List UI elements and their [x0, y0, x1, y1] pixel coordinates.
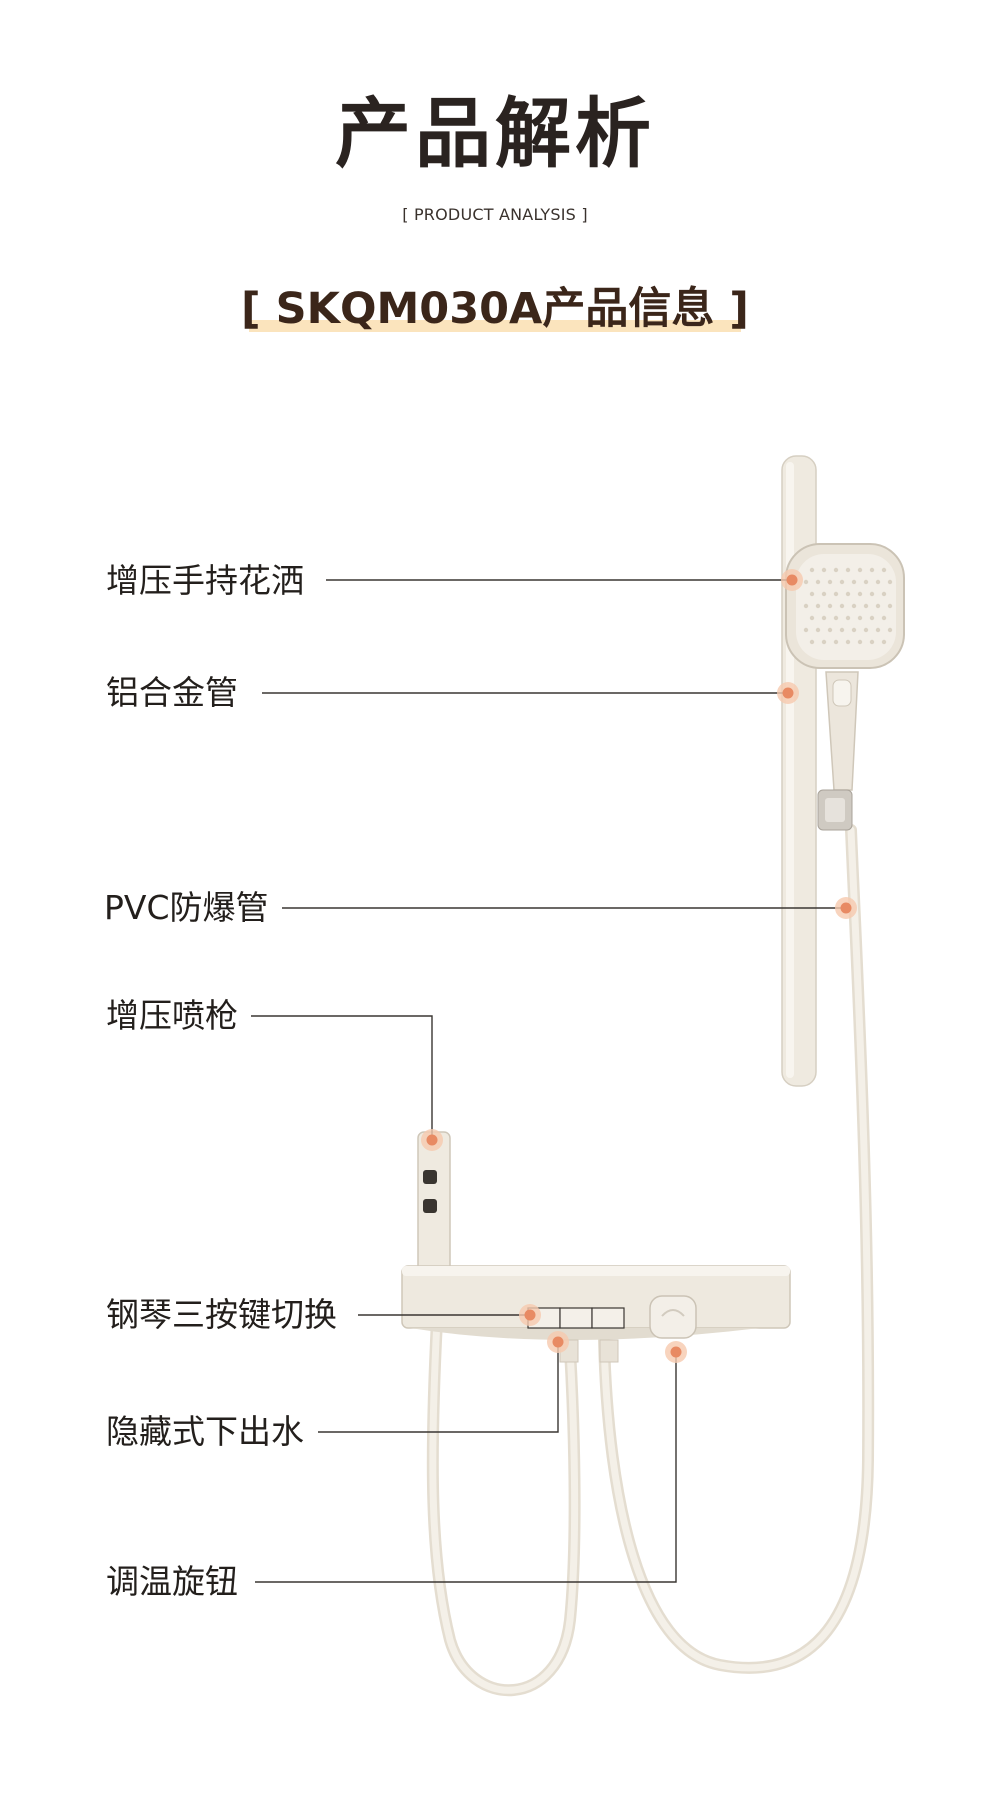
callout-label-hidden-outlet: 隐藏式下出水 [106, 1412, 304, 1451]
temperature-knob [649, 1295, 697, 1339]
model-info-text: [ SKQM030A产品信息 ] [241, 284, 749, 334]
page-subtitle: [ PRODUCT ANALYSIS ] [402, 205, 588, 224]
callout-label-temperature-knob: 调温旋钮 [106, 1562, 238, 1601]
callout-markers [421, 569, 857, 1363]
page-title: 产品解析 [335, 89, 655, 178]
callout-label-piano-buttons: 钢琴三按键切换 [106, 1295, 337, 1334]
leader-lines [251, 579, 846, 1583]
spray-gun-hose [426, 1314, 581, 1697]
callout-label-aluminum-pipe: 铝合金管 [106, 673, 238, 712]
piano-buttons [527, 1307, 625, 1329]
model-heading: [ SKQM030A产品信息 ] [0, 284, 990, 336]
callout-label-pvc-hose: PVC防爆管 [104, 888, 269, 927]
model-highlight [249, 319, 741, 332]
callout-label-spray-gun: 增压喷枪 [106, 996, 238, 1035]
spray-nozzles [803, 567, 893, 645]
hand-shower-hose [598, 824, 875, 1674]
callout-label-hand-shower: 增压手持花洒 [106, 561, 304, 600]
